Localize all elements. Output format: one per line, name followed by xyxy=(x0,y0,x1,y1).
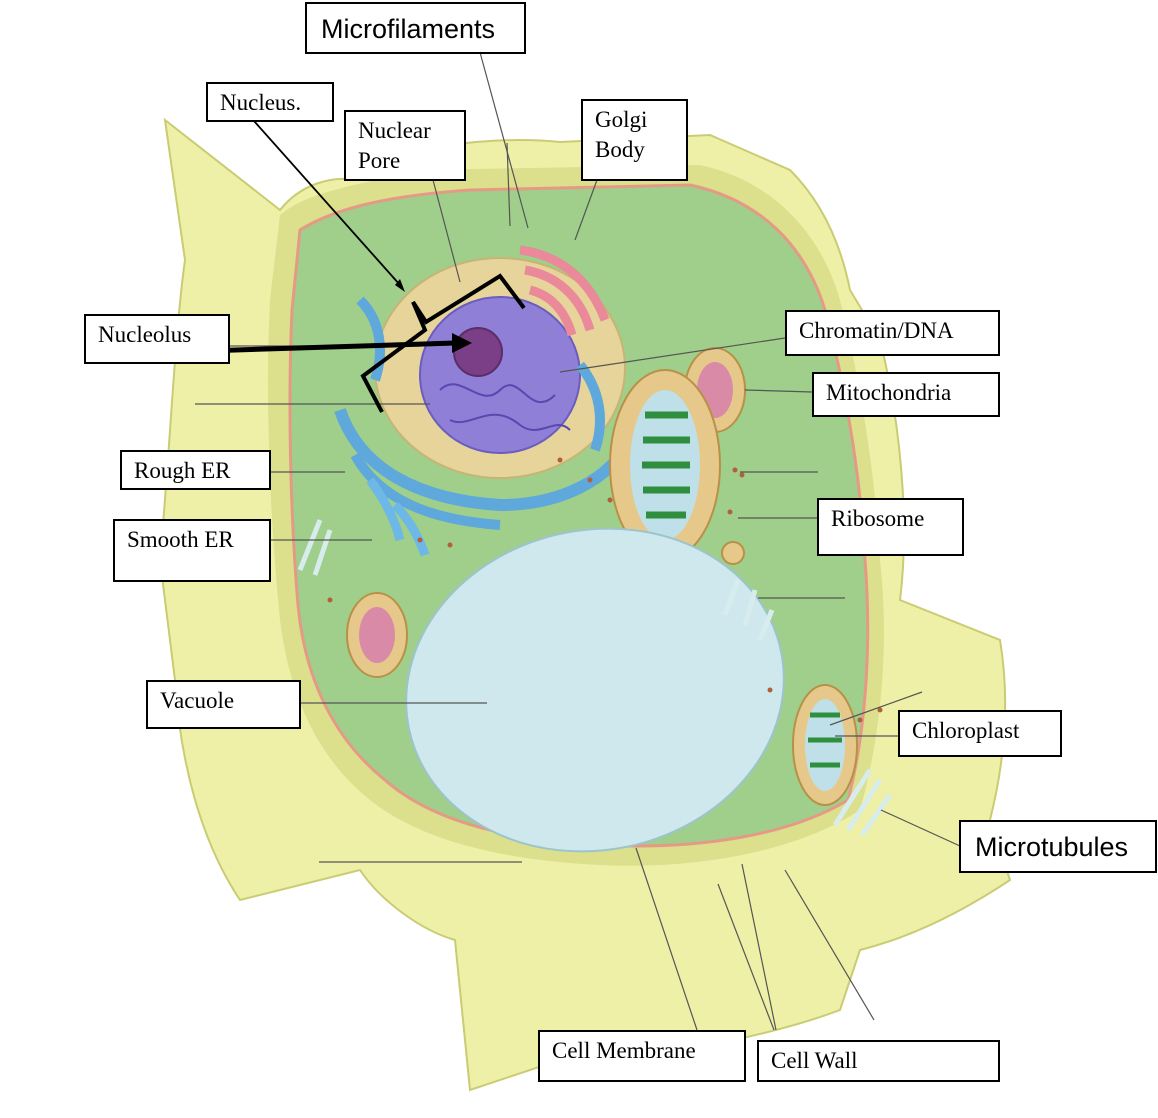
label-golgi-body: Golgi Body xyxy=(581,99,688,181)
nucleolus-arrow xyxy=(203,340,456,354)
label-rough-er: Rough ER xyxy=(120,450,271,490)
label-microtubules: Microtubules xyxy=(959,820,1157,873)
label-nuclear-pore: Nuclear Pore xyxy=(344,110,466,181)
label-smooth-er: Smooth ER xyxy=(113,519,271,582)
label-chromatin-dna: Chromatin/DNA xyxy=(785,310,1000,356)
vesicle-shape xyxy=(721,541,745,565)
label-microfilaments: Microfilaments xyxy=(305,2,526,54)
golgi-body-shape xyxy=(519,245,610,337)
rough-er-shape xyxy=(334,296,636,530)
label-cell-wall: Cell Wall xyxy=(757,1040,1000,1082)
label-cell-membrane: Cell Membrane xyxy=(538,1030,746,1082)
label-chloroplast: Chloroplast xyxy=(898,710,1062,757)
chloroplast-inner-2 xyxy=(805,699,845,791)
nucleolus-arrow-head xyxy=(452,333,472,353)
chloroplast-grana-2 xyxy=(808,712,842,768)
mitochondrion-inner-2 xyxy=(359,607,395,663)
smooth-er-shape xyxy=(366,477,430,557)
label-nucleolus: Nucleolus xyxy=(84,314,230,364)
microtubules-shape xyxy=(297,519,893,837)
nucleus-interior-shape xyxy=(419,296,581,454)
nucleolus-shape xyxy=(453,327,503,377)
nucleus-pointer-head xyxy=(395,279,405,292)
chloroplast-grana-1 xyxy=(642,411,690,519)
nucleus-bracket xyxy=(360,273,526,413)
label-nucleus: Nucleus. xyxy=(206,82,334,122)
label-ribosome: Ribosome xyxy=(817,498,964,556)
label-mitochondria: Mitochondria xyxy=(812,372,1000,417)
chromatin-shape xyxy=(439,383,571,431)
ribosomes-shape xyxy=(327,457,883,723)
nucleus-pointer xyxy=(253,120,401,286)
label-vacuole: Vacuole xyxy=(146,680,301,729)
vacuole-shape xyxy=(405,527,785,853)
